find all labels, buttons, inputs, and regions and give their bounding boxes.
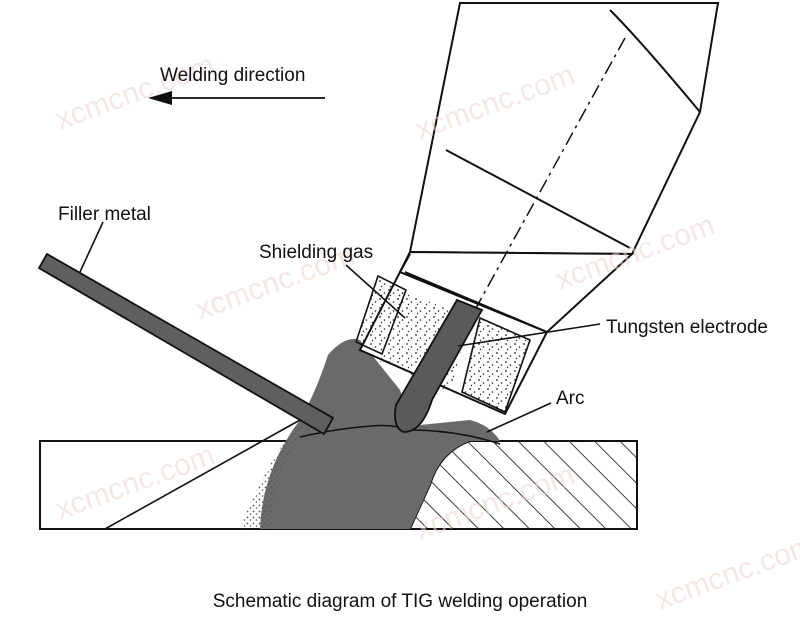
label-tungsten-electrode: Tungsten electrode <box>606 317 768 338</box>
filler-metal-leader <box>79 221 104 273</box>
welding-direction-arrow <box>148 91 325 105</box>
arc-leader <box>486 402 552 433</box>
weld-pool-speckle <box>240 420 306 529</box>
filler-metal-rod <box>37 252 335 436</box>
tungsten-electrode <box>394 298 484 433</box>
label-welding-direction: Welding direction <box>160 65 305 86</box>
diagram-caption: Schematic diagram of TIG welding operati… <box>213 591 588 612</box>
watermark-text: xcmcnc.com <box>51 49 219 137</box>
watermark-text: xcmcnc.com <box>651 529 800 617</box>
weld-pool <box>260 339 500 529</box>
label-filler-metal: Filler metal <box>58 204 151 225</box>
label-arc: Arc <box>556 388 585 409</box>
torch-body <box>398 2 720 356</box>
shielding-gas-leader <box>345 264 406 319</box>
label-shielding-gas: Shielding gas <box>259 242 373 263</box>
tungsten-electrode-leader <box>457 323 601 347</box>
